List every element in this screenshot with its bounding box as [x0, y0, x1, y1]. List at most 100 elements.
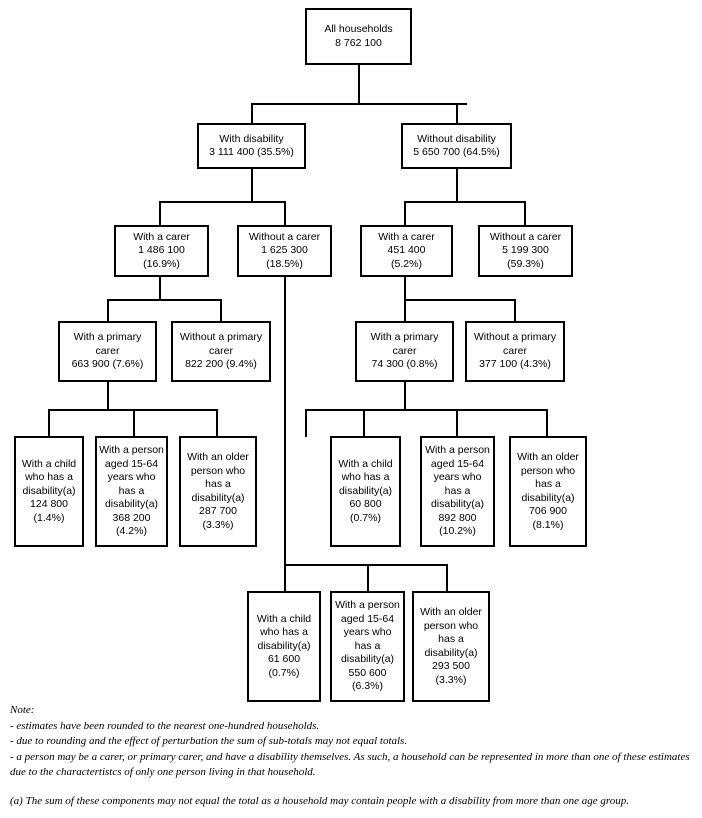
note-line-3: - a person may be a carer, or primary ca… — [10, 750, 690, 779]
leaf-value: 60 800 — [349, 498, 382, 511]
leaf-value: 124 800 — [30, 498, 68, 511]
node-value: 74 300 (0.8%) — [371, 358, 438, 371]
connector-wdprimary-down — [107, 381, 109, 410]
leaf-percent: (6.3%) — [352, 680, 383, 693]
node-wd-without-primary-carer[interactable]: Without a primary carer 822 200 (9.4%) — [171, 321, 271, 382]
connector-to-leafB3 — [546, 409, 548, 437]
node-with-disability-without-carer[interactable]: Without a carer 1 625 300 (18.5%) — [237, 225, 332, 277]
connector-root-down — [358, 64, 360, 104]
node-leaf-b-child-disability[interactable]: With a child who has a disability(a) 60 … — [330, 436, 401, 547]
leaf-text: With an older person who has a disabilit… — [420, 606, 482, 659]
connector-withdis-carer-bus — [159, 201, 286, 203]
node-value: 1 625 300 — [261, 244, 308, 257]
node-leaf-c-child-disability[interactable]: With a child who has a disability(a) 61 … — [247, 591, 321, 702]
connector-leafB-left-riser — [305, 409, 307, 437]
connector-to-leafA1 — [48, 409, 50, 437]
note-line-1: - estimates have been rounded to the nea… — [10, 719, 320, 732]
node-value: 3 111 400 (35.5%) — [209, 146, 294, 158]
node-leaf-a-person-15-64-disability[interactable]: With a person aged 15-64 years who has a… — [95, 436, 168, 547]
leaf-value: 287 700 — [199, 505, 237, 517]
leaf-value: 368 200 — [112, 511, 151, 524]
node-leaf-a-child-disability[interactable]: With a child who has a disability(a) 124… — [14, 436, 84, 547]
node-value: 5 199 300 — [502, 244, 549, 257]
leaf-value: 61 600 — [267, 653, 301, 666]
node-label: Without disability — [417, 132, 496, 145]
connector-leafB-bus — [305, 409, 548, 411]
leaf-text: With a person aged 15-64 years who has a… — [425, 444, 490, 511]
connector-to-nd-without-primary — [514, 299, 516, 322]
node-all-households[interactable]: All households 8 762 100 — [305, 8, 412, 65]
connector-to-leafB2 — [456, 409, 458, 437]
notes-spacer — [10, 781, 698, 794]
leaf-text: With a child who has a disability(a) — [338, 457, 393, 497]
node-value: 663 900 (7.6%) — [71, 358, 144, 371]
leaf-text: With a child who has a disability(a) — [256, 612, 312, 652]
leaf-percent: (0.7%) — [268, 666, 300, 679]
node-label: With a carer — [378, 230, 435, 243]
connector-to-wd-without-primary — [220, 299, 222, 322]
leaf-percent: (3.3%) — [202, 518, 234, 531]
node-label: Without a carer — [489, 230, 562, 243]
node-percent: (18.5%) — [266, 257, 303, 270]
node-with-disability-with-carer[interactable]: With a carer 1 486 100 (16.9%) — [114, 225, 209, 277]
connector-to-wd-with-primary — [107, 299, 109, 322]
node-leaf-b-older-person-disability[interactable]: With an older person who has a disabilit… — [509, 436, 587, 547]
connector-withoutdis-down — [456, 168, 458, 202]
leaf-value: 706 900 — [529, 505, 567, 517]
connector-withoutdis-carer-bus — [404, 201, 526, 203]
connector-withdis-down — [251, 168, 253, 202]
footnote-a: (a) The sum of these components may not … — [10, 794, 629, 807]
leaf-value: 293 500 — [432, 660, 470, 672]
connector-nd-primary-bus — [404, 299, 516, 301]
node-label: With disability — [219, 132, 284, 145]
node-leaf-b-person-15-64-disability[interactable]: With a person aged 15-64 years who has a… — [420, 436, 495, 547]
node-without-disability-with-carer[interactable]: With a carer 451 400 (5.2%) — [360, 225, 453, 277]
notes-section: Note: - estimates have been rounded to t… — [10, 703, 698, 809]
connector-wd-without-carer-longdrop — [284, 276, 286, 566]
node-value: 1 486 100 — [138, 244, 185, 257]
node-nd-without-primary-carer[interactable]: Without a primary carer 377 100 (4.3%) — [465, 321, 565, 382]
node-with-disability[interactable]: With disability 3 111 400 (35.5%) — [197, 123, 306, 169]
node-label-line1: With a primary — [370, 331, 439, 344]
connector-to-leafC2 — [367, 564, 369, 592]
leaf-percent: (3.3%) — [435, 673, 467, 686]
node-leaf-a-older-person-disability[interactable]: With an older person who has a disabilit… — [179, 436, 257, 547]
connector-to-wd-without-carer — [284, 201, 286, 226]
leaf-percent: (1.4%) — [33, 511, 65, 524]
node-label-line2: carer — [503, 344, 527, 357]
node-wd-with-primary-carer[interactable]: With a primary carer 663 900 (7.6%) — [58, 321, 157, 382]
leaf-text: With a child who has a disability(a) — [21, 457, 77, 497]
connector-to-leafA3 — [216, 409, 218, 437]
connector-wd-primary-bus — [107, 299, 222, 301]
connector-to-nd-with-carer — [404, 201, 406, 226]
node-without-disability-without-carer[interactable]: Without a carer 5 199 300 (59.3%) — [478, 225, 573, 277]
leaf-text: With an older person who has a disabilit… — [187, 451, 249, 504]
node-without-disability[interactable]: Without disability 5 650 700 (64.5%) — [401, 123, 512, 169]
connector-to-leafC1 — [284, 564, 286, 592]
notes-heading: Note: — [10, 704, 35, 716]
household-disability-tree-diagram: All households 8 762 100 With disability… — [14, 8, 587, 702]
node-label-line2: carer — [95, 344, 120, 357]
node-leaf-c-person-15-64-disability[interactable]: With a person aged 15-64 years who has a… — [330, 591, 405, 702]
node-label-line2: carer — [392, 344, 417, 357]
node-label: All households — [324, 23, 393, 35]
connector-to-leafB1 — [363, 409, 365, 437]
node-leaf-c-older-person-disability[interactable]: With an older person who has a disabilit… — [412, 591, 490, 702]
connector-ndprimary-down — [404, 381, 406, 410]
connector-ndcarer-down — [404, 276, 406, 300]
connector-to-leafC3 — [446, 564, 448, 592]
connector-to-nd-with-primary — [404, 299, 406, 322]
node-label-line2: carer — [209, 344, 233, 357]
node-label-line1: With a primary — [73, 331, 142, 344]
connector-leafC-bus — [284, 564, 448, 566]
node-nd-with-primary-carer[interactable]: With a primary carer 74 300 (0.8%) — [355, 321, 454, 382]
leaf-percent: (10.2%) — [439, 525, 476, 538]
node-value: 5 650 700 (64.5%) — [413, 146, 500, 158]
leaf-text: With a person aged 15-64 years who has a… — [99, 444, 164, 511]
connector-to-nd-without-carer — [524, 201, 526, 226]
node-value: 451 400 — [387, 244, 426, 257]
connector-to-wd-with-carer — [159, 201, 161, 226]
node-label: With a carer — [133, 230, 190, 243]
leaf-percent: (0.7%) — [350, 511, 381, 524]
leaf-percent: (4.2%) — [116, 525, 147, 538]
